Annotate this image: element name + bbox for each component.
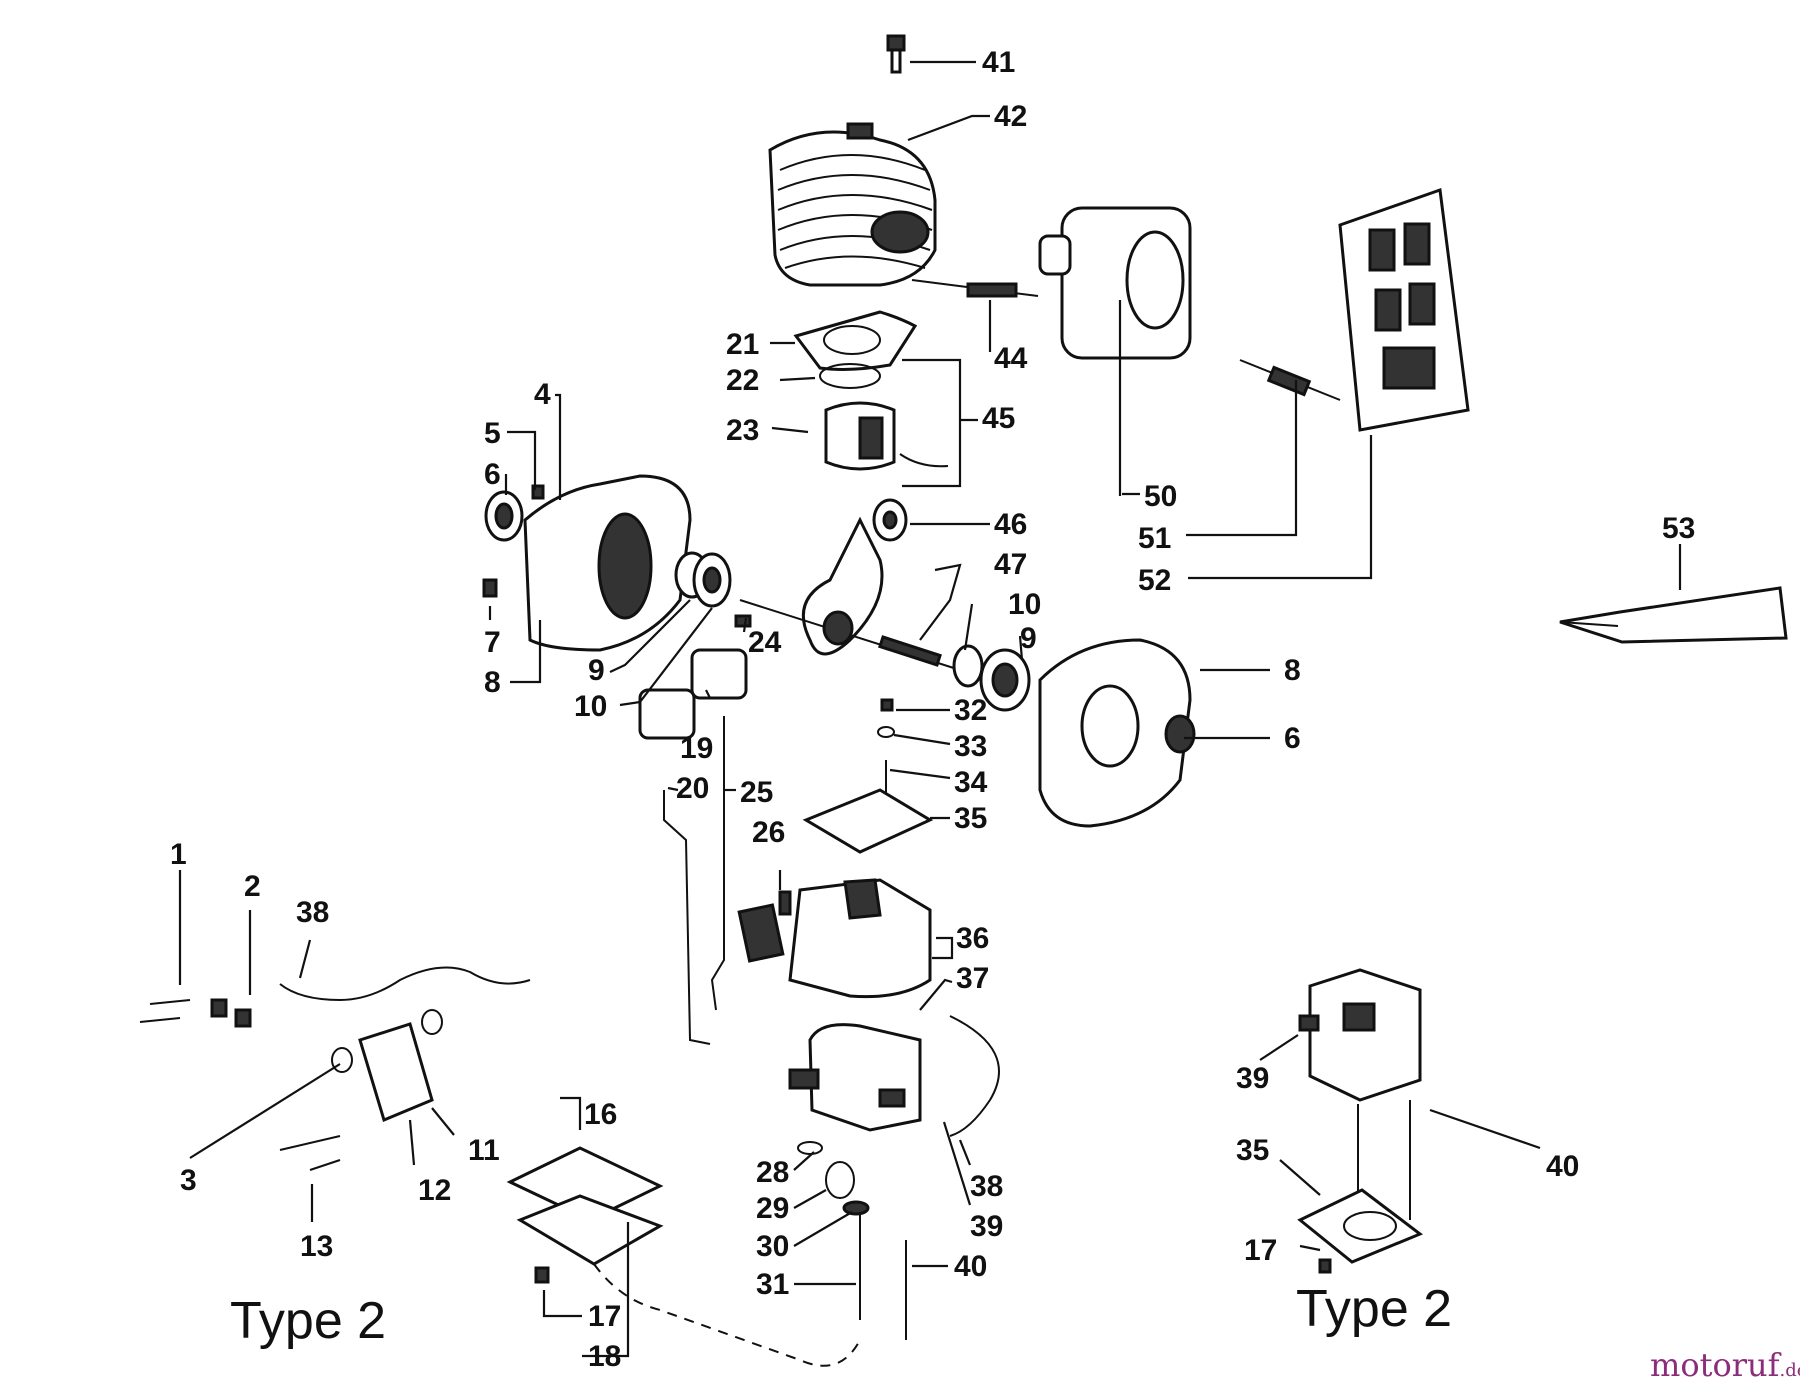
part-44-spring [911,279,1039,298]
part-9-10-left [674,551,732,608]
callout-labels: 41 42 21 44 22 45 23 4 5 6 46 47 10 9 7 … [170,46,1695,1373]
part-crankcase-right [1038,638,1196,828]
part-16-18-plates [506,1146,861,1367]
callout-8-right: 8 [1284,654,1301,687]
callout-10-left: 10 [574,690,607,723]
callout-7: 7 [484,626,501,659]
callout-16: 16 [584,1098,617,1131]
part-type2-left-assembly [139,966,531,1171]
callout-44: 44 [994,342,1028,375]
callout-35-main: 35 [954,802,987,835]
part-42-cylinder [768,122,937,287]
callout-38-main: 38 [970,1170,1003,1203]
part-53-tube [1559,586,1788,644]
watermark-motoruf: motoruf.de [1650,1346,1800,1382]
callout-17-right: 17 [1244,1234,1277,1267]
callout-41: 41 [982,46,1015,79]
callout-20: 20 [676,772,709,805]
part-drawings [139,34,1788,1367]
callout-32: 32 [954,694,987,727]
callout-13: 13 [300,1230,333,1263]
callout-31: 31 [756,1268,789,1301]
callout-23: 23 [726,414,759,447]
part-20-25-rods [663,716,725,1045]
leader-lines [178,60,1682,1358]
part-22-ring [819,363,881,389]
callout-1: 1 [170,838,187,871]
callout-19: 19 [680,732,713,765]
part-52-muffler-cover [1338,187,1470,432]
part-19-filters [638,648,748,740]
callout-17-main: 17 [588,1300,621,1333]
callout-3: 3 [180,1164,197,1197]
callout-9-right: 9 [1020,622,1037,655]
callout-18: 18 [588,1340,621,1373]
callout-40-right: 40 [1546,1150,1579,1183]
part-46-bearing [872,498,908,542]
callout-12: 12 [418,1174,451,1207]
watermark-suffix: .de [1779,1360,1800,1381]
callout-6-left: 6 [484,458,501,491]
callout-5: 5 [484,417,501,450]
callout-34: 34 [954,766,988,799]
part-41-bolt [886,34,906,74]
callout-22: 22 [726,364,759,397]
callout-30: 30 [756,1230,789,1263]
callout-33: 33 [954,730,987,763]
caption-type2-right: Type 2 [1296,1280,1452,1338]
callout-25: 25 [740,776,773,809]
callout-38-left: 38 [296,896,329,929]
callout-39-right: 39 [1236,1062,1269,1095]
callout-50: 50 [1144,480,1177,513]
callout-9-left: 9 [588,654,605,687]
part-24-key [734,614,752,628]
part-21-gasket [793,310,918,371]
part-28-31-stack [797,1141,870,1320]
callout-39-main: 39 [970,1210,1003,1243]
part-type2-right-assembly [1297,968,1423,1274]
callout-45: 45 [982,402,1015,435]
callout-21: 21 [726,328,759,361]
callout-35-right: 35 [1236,1134,1269,1167]
part-38-fuel-line [949,1015,1000,1137]
callout-40-main: 40 [954,1250,987,1283]
callout-29: 29 [756,1192,789,1225]
callout-46: 46 [994,508,1027,541]
callout-11: 11 [468,1134,500,1167]
caption-type2-left: Type 2 [230,1292,386,1350]
callout-4: 4 [534,378,551,411]
callout-26: 26 [752,816,785,849]
callout-53: 53 [1662,512,1695,545]
callout-8-left: 8 [484,666,501,699]
part-23-piston [824,401,949,471]
callout-52: 52 [1138,564,1171,597]
callout-51: 51 [1138,522,1171,555]
part-36-adapter [737,878,932,999]
part-9-10-right [952,644,1031,712]
callout-37: 37 [956,962,989,995]
callout-47: 47 [994,548,1027,581]
callout-6-right: 6 [1284,722,1301,755]
part-39-carburetor [788,1023,922,1132]
watermark-main: motoruf [1650,1346,1782,1382]
callout-36: 36 [956,922,989,955]
part-47-crankshaft [739,516,961,671]
callout-2: 2 [244,870,261,903]
part-crankcase-left [482,474,692,652]
callout-10-right: 10 [1008,588,1041,621]
part-50-muffler [1038,206,1192,360]
part-26-clip [778,890,792,916]
callout-28: 28 [756,1156,789,1189]
part-32-35-stack [802,698,934,854]
callout-42: 42 [994,100,1027,133]
part-51-screw [1239,359,1341,401]
callout-24: 24 [748,626,782,659]
